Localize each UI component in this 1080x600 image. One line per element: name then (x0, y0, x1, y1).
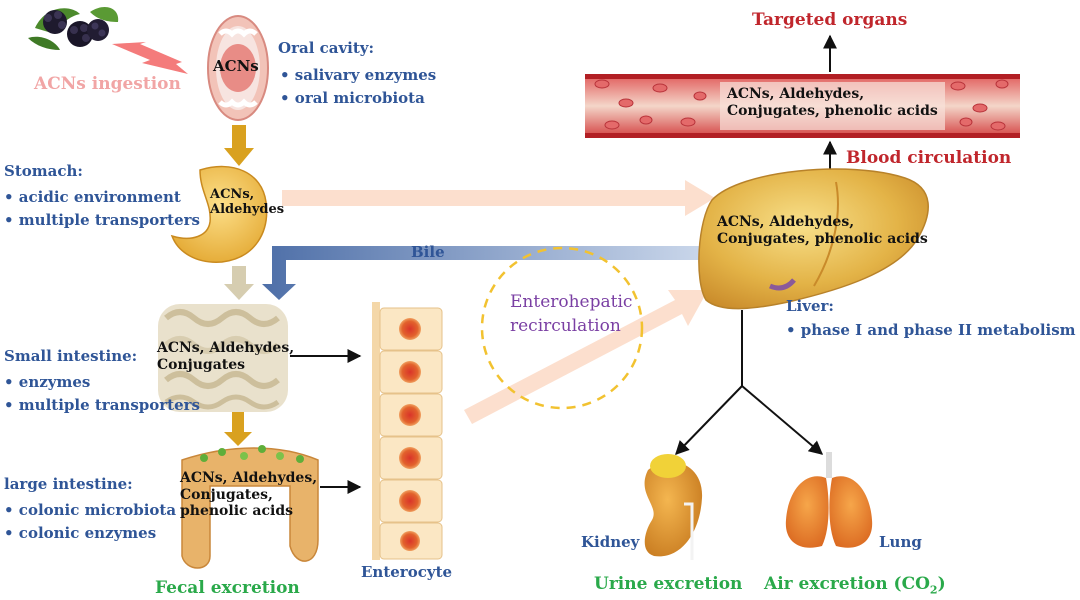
liver-image (698, 168, 929, 310)
large-intestine-item: • colonic enzymes (4, 523, 157, 542)
lightning-icon (112, 42, 188, 74)
enterocyte-label: Enterocyte (361, 563, 453, 581)
stomach-content-line: Aldehydes (210, 202, 285, 218)
small-intestine-item: • enzymes (4, 373, 91, 391)
small-intestine-item: • multiple transporters (4, 395, 200, 414)
blood-content-line: ACNs, Aldehydes, (727, 86, 865, 102)
blood-vessel-image (585, 74, 1020, 138)
fecal-excretion-label: Fecal excretion (155, 578, 300, 598)
arrow-small-to-large-intestine (224, 412, 252, 446)
lung-image (785, 452, 873, 548)
bile-label: Bile (411, 243, 445, 261)
stomach-item: • acidic environment (4, 188, 181, 206)
enterohepatic-label-line1: Enterohepatic (510, 292, 633, 312)
air-excretion-close: ) (937, 574, 946, 594)
small-intestine-content-label: ACNs, Aldehydes, Conjugates (157, 340, 294, 373)
large-intestine-title: large intestine: (4, 475, 133, 493)
enterohepatic-label-line2: recirculation (510, 316, 621, 336)
large-intestine-item: • colonic microbiota (4, 501, 177, 519)
kidney-label: Kidney (581, 533, 640, 551)
liver-title: Liver: (786, 297, 834, 315)
air-excretion-text: Air excretion (CO (764, 574, 930, 594)
arrow-stomach-to-small-intestine (224, 266, 254, 300)
mouth-acns-label: ACNs (213, 57, 259, 75)
blackberries-image (28, 7, 119, 50)
liver-content-label: ACNs, Aldehydes, Conjugates, phenolic ac… (717, 214, 928, 247)
oral-item: • salivary enzymes (280, 66, 437, 84)
small-intestine-content-line: ACNs, Aldehydes, (157, 340, 295, 356)
oral-cavity-title: Oral cavity: (278, 39, 375, 57)
small-intestine-title: Small intestine: (4, 347, 138, 365)
large-intestine-list: • colonic microbiota • colonic enzymes (4, 499, 176, 544)
stomach-image (170, 165, 268, 263)
small-intestine-content-line: Conjugates (157, 356, 246, 373)
urine-excretion-label: Urine excretion (594, 574, 743, 594)
large-intestine-image (181, 445, 319, 569)
blood-content-label: ACNs, Aldehydes, Conjugates, phenolic ac… (727, 86, 938, 119)
arrow-mouth-to-stomach (224, 125, 254, 166)
lung-label: Lung (879, 533, 922, 551)
mouth-image (207, 15, 269, 121)
blood-circulation-label: Blood circulation (846, 148, 1012, 168)
air-excretion-subscript: 2 (929, 583, 938, 597)
targeted-organs-label: Targeted organs (752, 10, 908, 30)
arrow-to-kidney (675, 385, 743, 456)
kidney-image (644, 454, 703, 560)
ingestion-label: ACNs ingestion (34, 74, 181, 94)
enterohepatic-cycle-icon (480, 246, 644, 410)
arrow-stomach-to-liver (282, 180, 715, 216)
blood-content-line: Conjugates, phenolic acids (727, 102, 938, 119)
small-intestine-image (158, 304, 288, 412)
large-intestine-content-line: phenolic acids (180, 503, 294, 520)
air-excretion-label: Air excretion (CO2) (764, 574, 946, 597)
large-intestine-content-line: Conjugates, (180, 486, 273, 503)
liver-content-line: Conjugates, phenolic acids (717, 230, 928, 247)
large-intestine-content-line: ACNs, Aldehydes, (180, 470, 318, 486)
stomach-content-label: ACNs, Aldehydes (210, 187, 284, 218)
oral-item: • oral microbiota (280, 88, 425, 107)
arrow-to-lung (741, 385, 824, 455)
stomach-item: • multiple transporters (4, 210, 200, 229)
enterocyte-column (372, 302, 443, 560)
stomach-list: • acidic environment • multiple transpor… (4, 186, 200, 231)
liver-content-line: ACNs, Aldehydes, (717, 214, 855, 230)
oral-cavity-list: • salivary enzymes • oral microbiota (280, 64, 436, 109)
small-intestine-list: • enzymes • multiple transporters (4, 371, 200, 416)
large-intestine-content-label: ACNs, Aldehydes, Conjugates, phenolic ac… (180, 470, 317, 520)
stomach-content-line: ACNs, (210, 187, 255, 202)
bile-arrow (262, 246, 700, 300)
arrow-enterocyte-to-liver (464, 290, 708, 424)
liver-item: • phase I and phase II metabolism (786, 321, 1076, 339)
stomach-title: Stomach: (4, 162, 83, 180)
